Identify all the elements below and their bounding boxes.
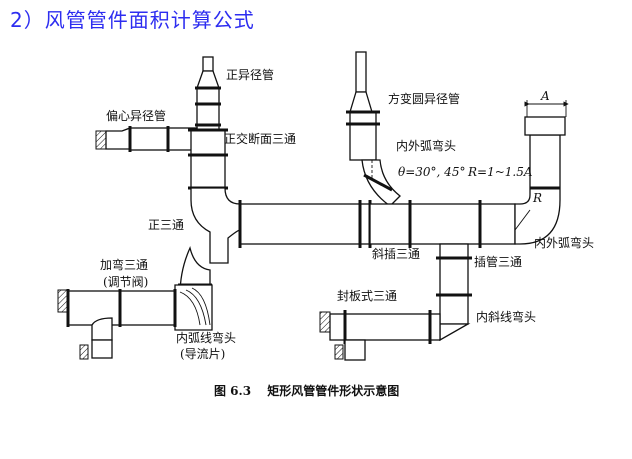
label-bend-tee: 加弯三通 (100, 257, 148, 272)
label-concentric-reducer: 正异径管 (226, 67, 274, 82)
label-arc-elbow-right: 内外弧弯头 (534, 235, 594, 250)
branch-down-right (436, 243, 472, 342)
figure-caption: 图 6.3 矩形风管管件形状示意图 (214, 383, 399, 398)
label-oblique-tee: 斜插三通 (372, 247, 420, 261)
concentric-reducer (195, 56, 221, 131)
label-vaned-elbow: 内弧线弯头 (176, 330, 236, 345)
label-guide-vanes: (导流片) (180, 347, 225, 361)
vaned-elbow (174, 284, 213, 331)
label-theta: θ=30°, 45° (398, 165, 465, 179)
dimension-a (524, 100, 569, 117)
label-insert-tee: 插管三通 (474, 254, 522, 269)
label-square-to-round: 方变圆异径管 (388, 91, 460, 106)
slide-title: 2）风管管件面积计算公式 (10, 8, 255, 32)
label-sealed-tee: 封板式三通 (337, 289, 397, 303)
label-cross-tee: 正交断面三通 (224, 131, 296, 146)
right-duct (369, 200, 516, 248)
label-damper: (调节阀) (103, 275, 148, 289)
main-tee (190, 187, 241, 264)
label-dim-a: A (540, 89, 550, 103)
label-inner-oblique-elbow: 内斜线弯头 (476, 309, 536, 324)
main-duct (238, 200, 372, 248)
label-eccentric-reducer: 偏心异径管 (106, 108, 166, 123)
label-radius: R=1~1.5A (467, 165, 533, 179)
lower-left-duct (57, 289, 177, 360)
sealed-tee (319, 310, 441, 361)
arc-elbow-top (361, 159, 401, 207)
square-to-round (346, 51, 380, 161)
label-arc-elbow-top: 内外弧弯头 (396, 138, 456, 153)
eccentric-reducer (95, 126, 198, 152)
arc-elbow-right (514, 116, 566, 245)
label-dim-r: R (532, 191, 542, 205)
label-straight-tee: 正三通 (148, 218, 184, 232)
vertical-trunk (188, 128, 228, 190)
